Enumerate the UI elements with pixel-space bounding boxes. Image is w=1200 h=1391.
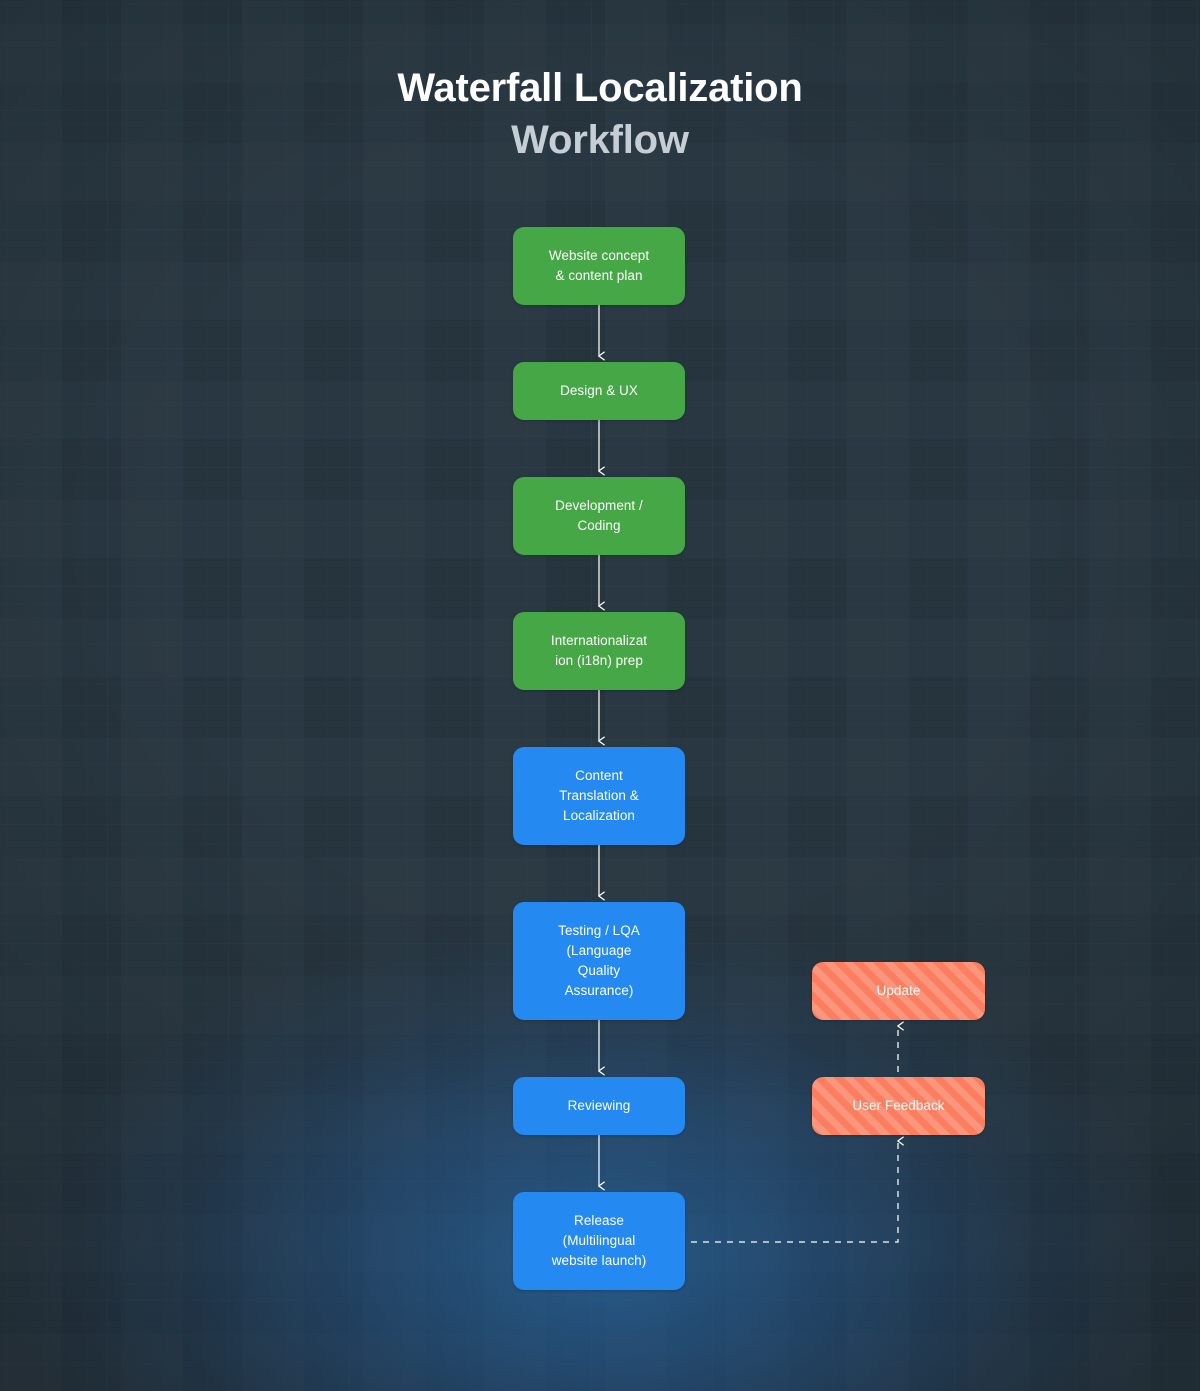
node-release-multilingual-launch[interactable]: Release (Multilingual website launch) [513,1192,685,1290]
page-title: Waterfall Localization Workflow [0,62,1200,166]
node-development-coding[interactable]: Development / Coding [513,477,685,555]
node-content-translation-localization[interactable]: Content Translation & Localization [513,747,685,845]
node-label: Internationalizat ion (i18n) prep [550,633,648,668]
node-testing-lqa[interactable]: Testing / LQA (Language Quality Assuranc… [513,902,685,1020]
page-title-line-2: Workflow [511,118,689,162]
node-label: Testing / LQA (Language Quality Assuranc… [558,923,640,998]
node-label: Release (Multilingual website launch) [551,1213,647,1268]
node-internationalization-prep[interactable]: Internationalizat ion (i18n) prep [513,612,685,690]
node-label: Reviewing [567,1098,631,1113]
node-user-feedback[interactable]: User Feedback [812,1077,985,1135]
node-website-concept[interactable]: Website concept & content plan [513,227,685,305]
node-label: Website concept & content plan [548,248,650,283]
node-label: Development / Coding [555,498,643,533]
node-design-ux[interactable]: Design & UX [513,362,685,420]
node-reviewing[interactable]: Reviewing [513,1077,685,1135]
page-title-line-1: Waterfall Localization [397,66,803,110]
node-label: User Feedback [852,1098,945,1113]
node-label: Design & UX [560,383,638,398]
node-label: Update [876,983,921,998]
node-label: Content Translation & Localization [559,768,639,823]
edge-n8-n10 [691,1141,898,1243]
node-update[interactable]: Update [812,962,985,1020]
